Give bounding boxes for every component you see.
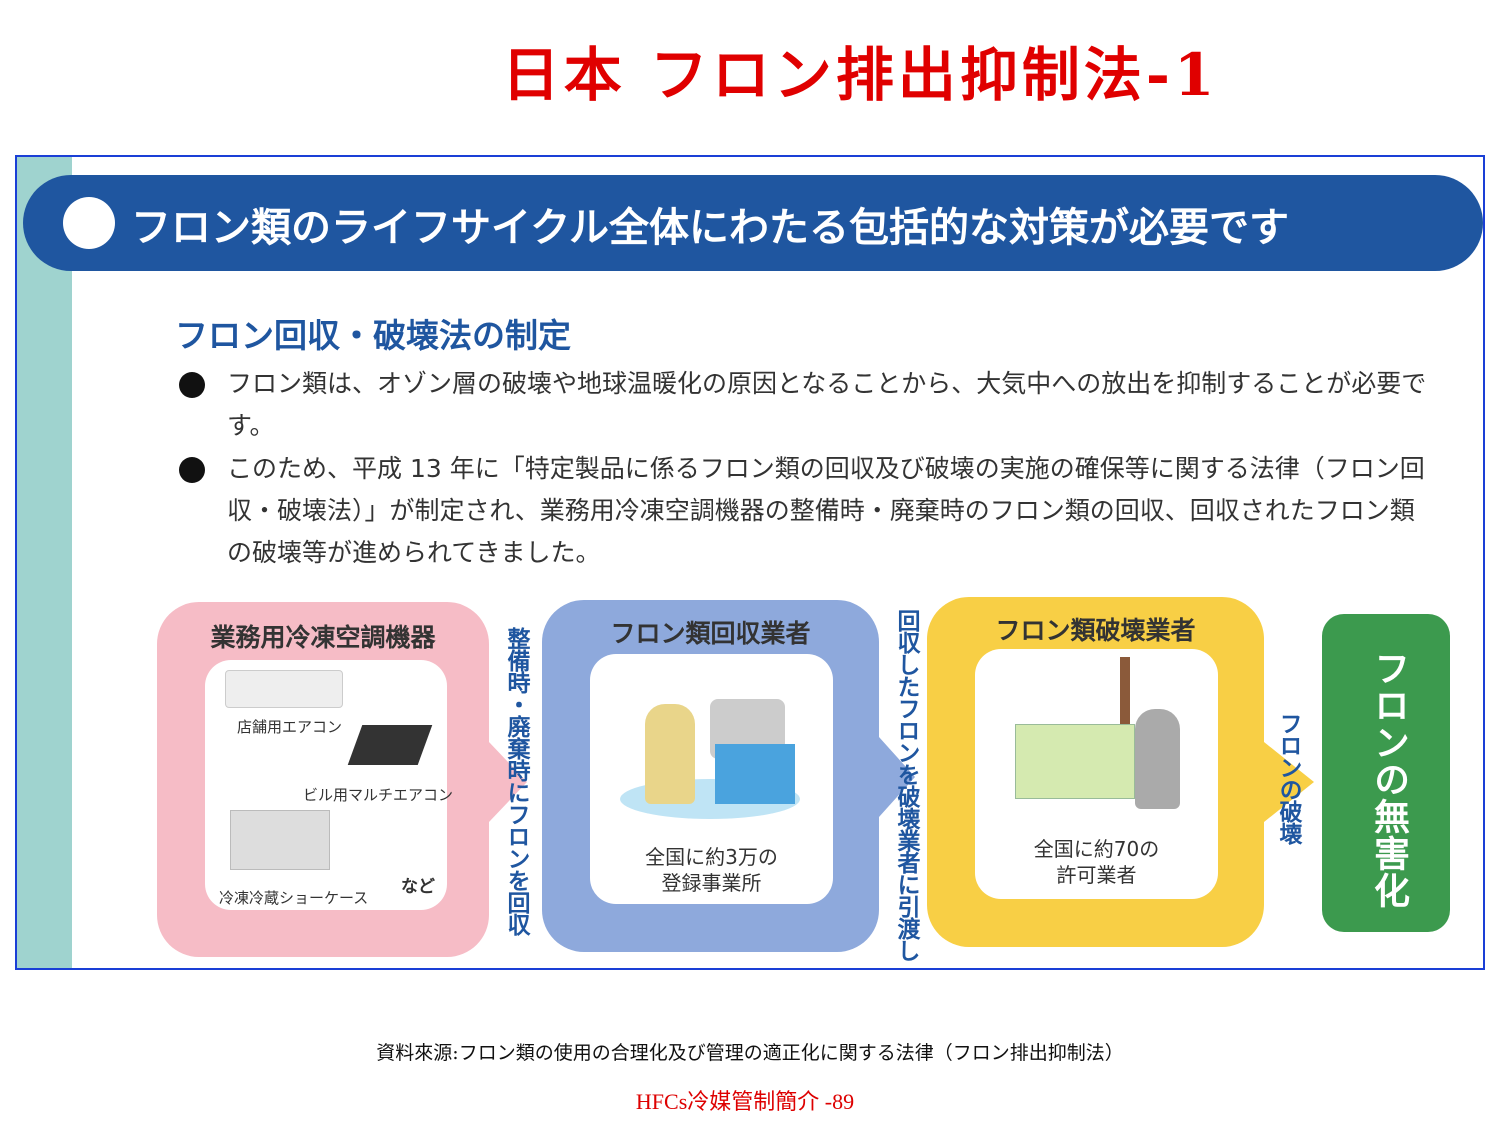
equipment-panel: 店舗用エアコン ビル用マルチエアコン 冷凍冷蔵ショーケース など (205, 660, 453, 910)
side-strip (17, 157, 72, 968)
result-text: フロンの無害化 (1368, 650, 1409, 909)
item-label: 店舗用エアコン (237, 718, 343, 736)
slide-title: 日本 フロン排出抑制法-1 (501, 41, 1219, 109)
equipment-box: 業務用冷凍空調機器 店舗用エアコン ビル用マルチエアコン 冷凍冷蔵ショーケース … (157, 602, 489, 957)
caption-line: 全国に約70の (1033, 837, 1160, 861)
collector-panel: 全国に約3万の登録事業所 (590, 654, 833, 904)
banner: フロン類のライフサイクル全体にわたる包括的な対策が必要です (23, 175, 1483, 271)
section-heading: フロン回収・破壊法の制定 (175, 316, 571, 355)
collector-caption: 全国に約3万の登録事業所 (590, 844, 833, 896)
flow-label: 回収したフロンを破壊業者に引渡し (893, 609, 919, 961)
bullet-text: フロン類は、オゾン層の破壊や地球温暖化の原因となることから、大気中への放出を抑制… (227, 369, 1427, 440)
caption-line: 登録事業所 (661, 871, 762, 895)
worker-image (1135, 709, 1180, 809)
destroyer-box: フロン類破壊業者 全国に約70の許可業者 (927, 597, 1264, 947)
caption-line: 許可業者 (1056, 863, 1137, 887)
destroyer-caption: 全国に約70の許可業者 (975, 836, 1218, 888)
bullet-icon (179, 457, 205, 483)
arrow-icon (879, 737, 915, 817)
flow-label: フロンの破壊 (1275, 712, 1301, 844)
collector-box: フロン類回収業者 全国に約3万の登録事業所 (542, 600, 879, 952)
flow-label: 整備時・廃棄時にフロンを回収 (503, 627, 529, 935)
etc-label: など (401, 877, 435, 897)
bullet-icon (179, 372, 205, 398)
arrow-icon (489, 742, 527, 822)
wall-aircon-image (225, 670, 343, 708)
bullet-text: このため、平成 13 年に「特定製品に係るフロン類の回収及び破壊の実施の確保等に… (227, 454, 1425, 567)
banner-text: フロン類のライフサイクル全体にわたる包括的な対策が必要です (131, 205, 1289, 251)
worker-image (645, 704, 695, 804)
recovery-machine-image (715, 744, 795, 804)
item-label: ビル用マルチエアコン (303, 786, 454, 804)
chimney-image (1120, 657, 1130, 727)
item-label: 冷凍冷蔵ショーケース (219, 889, 369, 907)
caption-line: 全国に約3万の (645, 845, 778, 869)
source-note: 資料來源:フロン類の使用の合理化及び管理の適正化に関する法律（フロン排出抑制法） (376, 1042, 1124, 1064)
arrow-icon (1264, 742, 1314, 822)
destroyer-panel: 全国に約70の許可業者 (975, 649, 1218, 899)
showcase-image (230, 810, 330, 870)
equipment-title: 業務用冷凍空調機器 (210, 623, 436, 652)
cassette-aircon-image (347, 725, 433, 765)
collector-title: フロン類回収業者 (610, 619, 811, 648)
figure-frame: フロン類のライフサイクル全体にわたる包括的な対策が必要です フロン回収・破壊法の… (15, 155, 1485, 970)
destroyer-title: フロン類破壊業者 (995, 616, 1196, 645)
factory-image (1015, 724, 1135, 799)
result-box: フロンの無害化 (1322, 614, 1450, 932)
circle-icon (63, 197, 115, 249)
page-footer: HFCs冷媒管制簡介 -89 (635, 1089, 855, 1114)
